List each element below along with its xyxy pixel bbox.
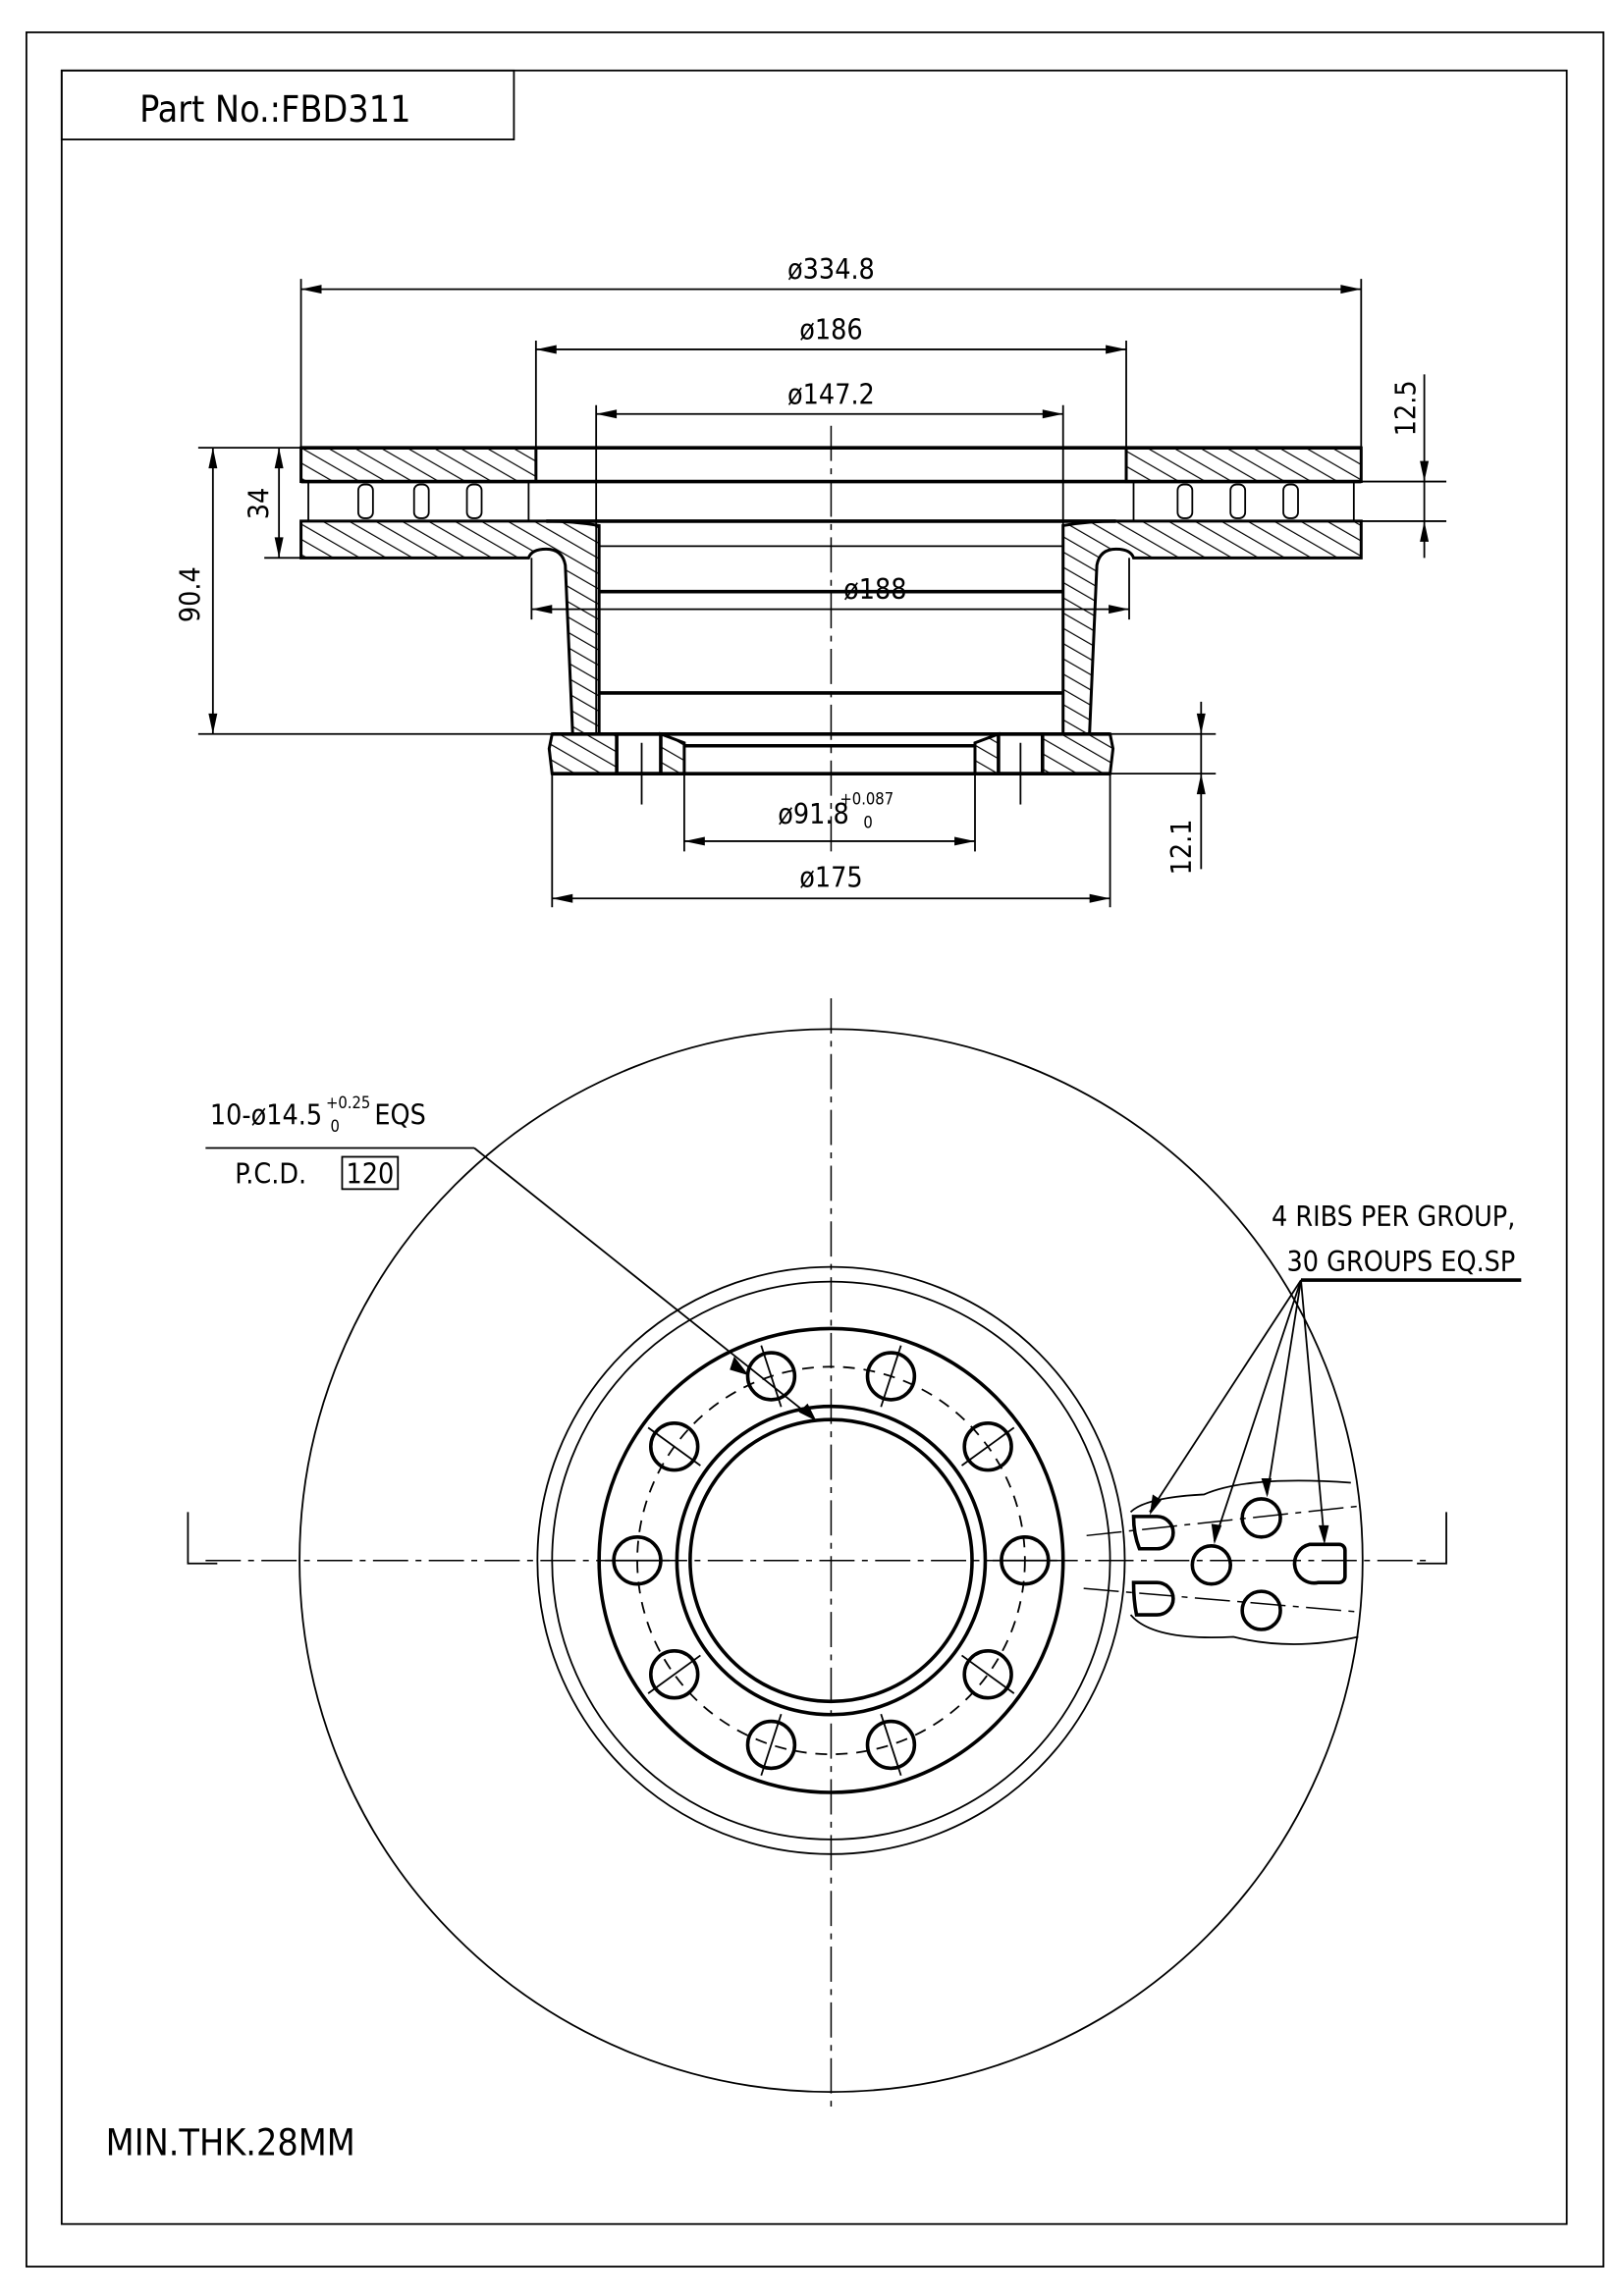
left-hat-section <box>299 519 601 736</box>
bolt-hole-centerline <box>960 1426 1015 1467</box>
dimension-lines <box>211 288 1426 900</box>
rib-note: 4 RIBS PER GROUP, 30 GROUPS EQ.SP <box>1149 1201 1522 1545</box>
bolt-hole <box>649 1649 700 1700</box>
dim-175: ø175 <box>799 861 862 893</box>
bolt-hole-centerline <box>760 1713 783 1777</box>
vent-ribs-left <box>307 481 530 521</box>
bolt-hole-centerline <box>647 1654 701 1694</box>
bolt-hole-centerline <box>960 1654 1015 1694</box>
part-no-value: FBD311 <box>281 87 410 131</box>
dim-flange: 12.1 <box>1165 819 1198 875</box>
bolt-hole <box>865 1719 917 1771</box>
dim-188: ø188 <box>843 573 906 606</box>
bolt-tol-upper: +0.25 <box>326 1094 370 1112</box>
dim-thickness: 34 <box>244 488 276 520</box>
bolt-hole <box>962 1649 1013 1700</box>
part-no-label: Part No.:FBD311 <box>139 87 410 131</box>
dim-147: ø147.2 <box>787 378 875 410</box>
dim-plate: 12.5 <box>1390 380 1423 436</box>
inner-frame <box>60 69 1568 2225</box>
bolt-hole <box>745 1719 797 1771</box>
left-flange <box>547 732 619 775</box>
dim-186: ø186 <box>799 313 862 346</box>
face-view: 10-ø14.5 +0.25 0 EQS P.C.D. 120 4 RIBS P… <box>187 997 1522 2114</box>
pcd-value: 120 <box>346 1157 394 1190</box>
dimension-arrows <box>208 285 1430 903</box>
bolt-hole <box>649 1420 700 1472</box>
dim-91: ø91.8 <box>778 798 849 830</box>
dimension-labels: ø334.8 ø186 ø147.2 ø188 ø91.8 +0.087 0 ø… <box>174 253 1422 893</box>
section-view: ø334.8 ø186 ø147.2 ø188 ø91.8 +0.087 0 ø… <box>174 253 1447 908</box>
right-flange <box>1041 732 1115 775</box>
dim-outer-diameter: ø334.8 <box>787 253 875 286</box>
bolt-callout-text: 10-ø14.5 <box>210 1099 322 1132</box>
dim-height: 90.4 <box>174 566 206 622</box>
right-top-plate <box>1124 446 1363 484</box>
bolt-hole-centerline <box>880 1713 902 1777</box>
bolt-hole <box>962 1420 1013 1472</box>
bolt-tol-lower: 0 <box>330 1117 339 1136</box>
right-hat-section <box>1061 519 1363 736</box>
bolt-hole <box>865 1351 917 1402</box>
min-thickness-note: MIN.THK.28MM <box>106 2120 355 2163</box>
bolt-hole-centerline <box>760 1345 783 1408</box>
rib-detail <box>1083 1479 1359 1645</box>
left-top-plate <box>299 446 538 484</box>
title-block: Part No.:FBD311 <box>60 69 515 141</box>
bolt-hole-callout: 10-ø14.5 +0.25 0 EQS P.C.D. 120 <box>205 1094 818 1422</box>
dim-91-tol-upper: +0.087 <box>839 790 893 809</box>
pcd-label: P.C.D. <box>235 1157 306 1190</box>
rib-note-line2: 30 GROUPS EQ.SP <box>1287 1246 1516 1278</box>
rib-note-line1: 4 RIBS PER GROUP, <box>1272 1201 1515 1233</box>
vent-ribs-right <box>1132 481 1355 521</box>
dim-91-tol-lower: 0 <box>863 813 872 831</box>
outer-border <box>26 31 1604 2268</box>
bolt-hole <box>745 1351 797 1402</box>
bolt-callout-suffix: EQS <box>374 1099 426 1132</box>
bolt-hole-centerline <box>647 1426 701 1467</box>
bolt-hole-centerline <box>880 1345 902 1408</box>
